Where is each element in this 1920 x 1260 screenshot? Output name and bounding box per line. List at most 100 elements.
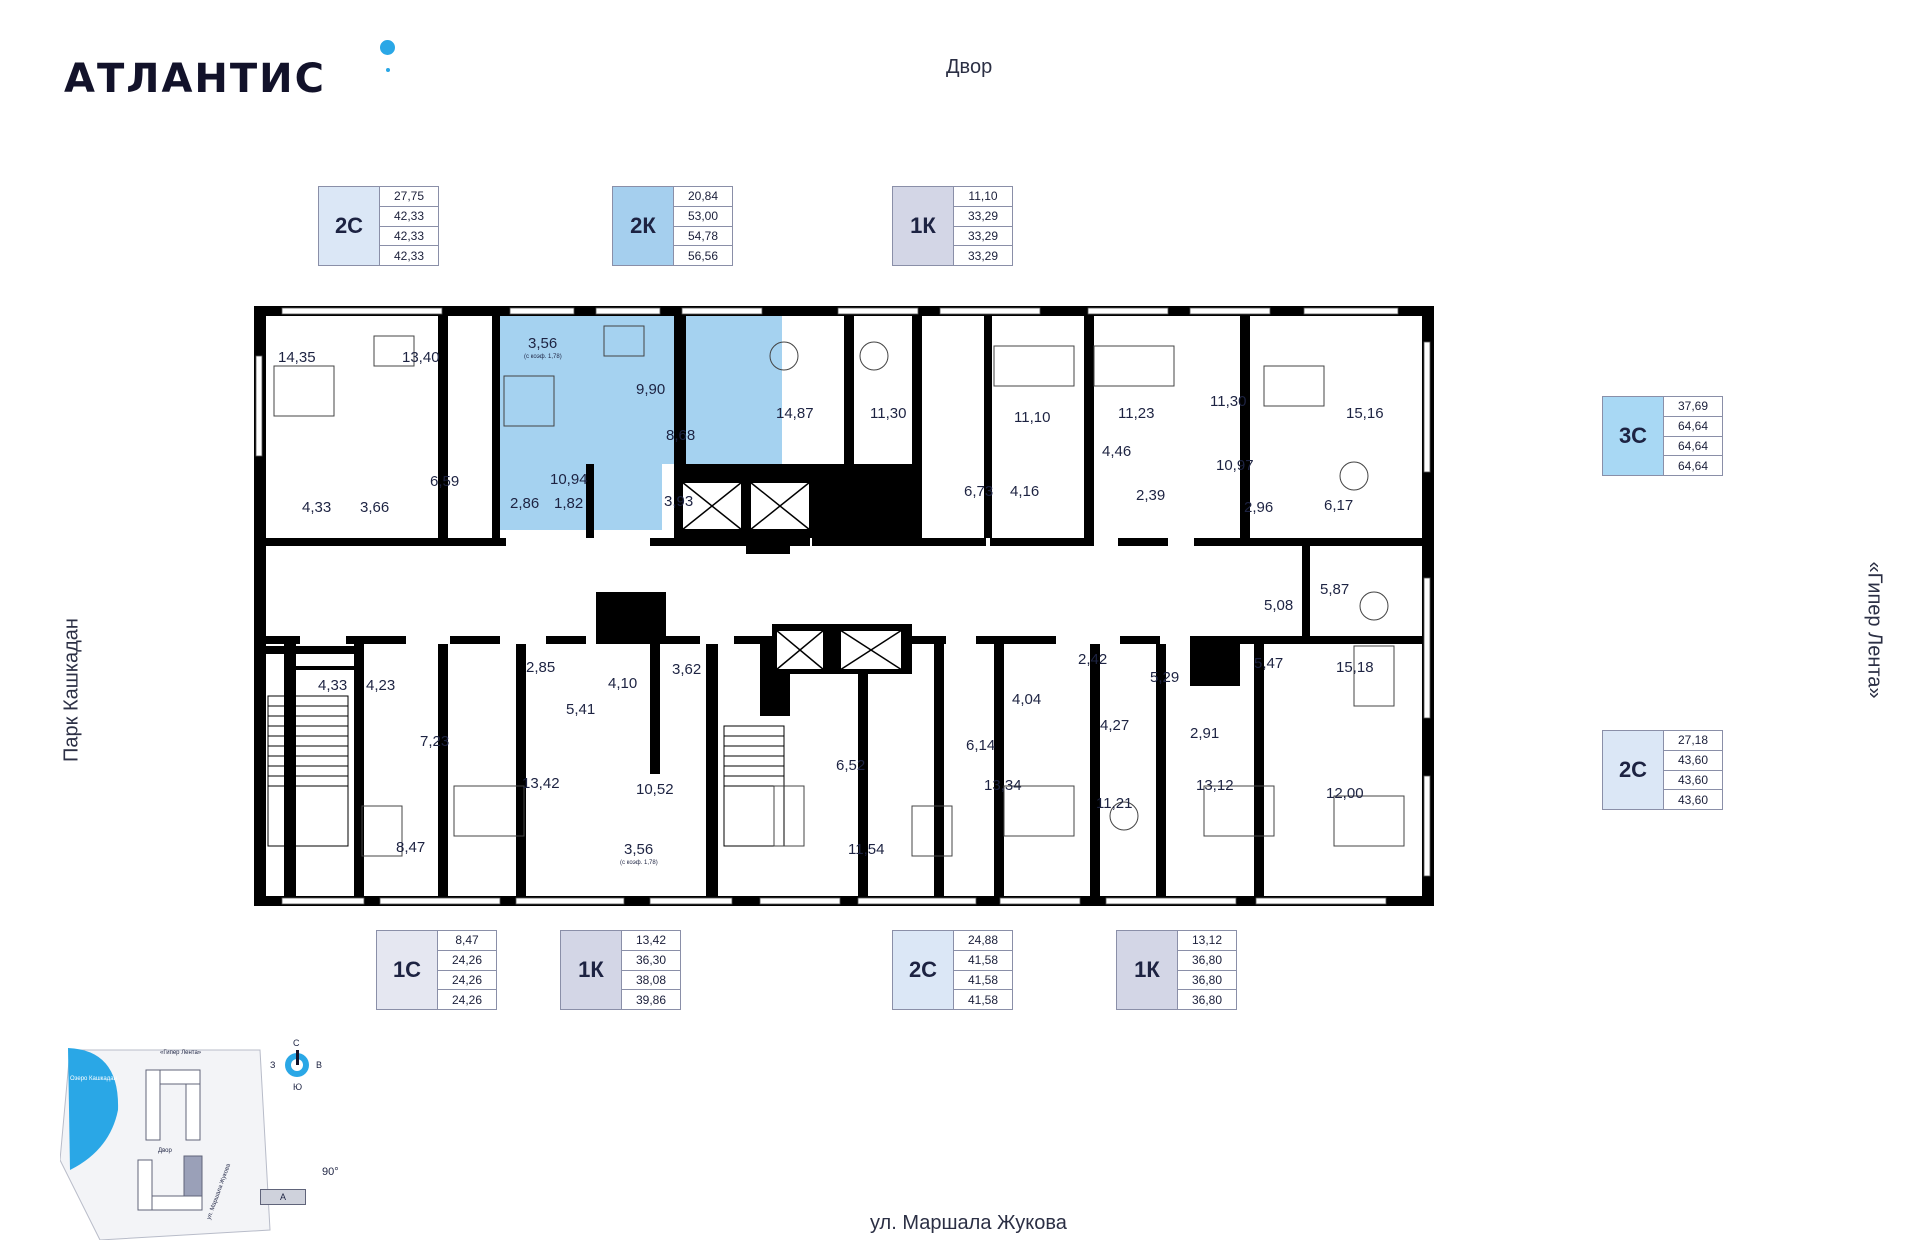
dining-table-icon — [1109, 801, 1139, 831]
building-icon — [137, 1159, 153, 1211]
window — [1423, 775, 1431, 877]
window — [1303, 307, 1399, 315]
room-area-label: 14,35 — [278, 349, 316, 366]
site-hyper-label: «Гипер Лента» — [160, 1050, 202, 1056]
room-area-label: 13,12 — [1196, 777, 1234, 794]
room-area-label: 5,08 — [1264, 597, 1293, 614]
dining-table-icon — [1339, 461, 1369, 491]
room-area-label: 11,21 — [1096, 795, 1132, 812]
window — [1423, 577, 1431, 719]
compass-south: Ю — [293, 1082, 303, 1092]
room-area-label: 1,82 — [554, 495, 583, 512]
wall — [650, 644, 660, 774]
wall — [284, 644, 296, 896]
selected-apartment-2k[interactable] — [492, 316, 782, 530]
brand-logo: АТЛАНТИС — [64, 56, 327, 102]
building-icon — [159, 1069, 201, 1085]
room-area-label: 2,96 — [1244, 499, 1273, 516]
room-area-label: 2,91 — [1190, 725, 1219, 742]
window — [1423, 341, 1431, 473]
window — [649, 897, 733, 905]
wall — [266, 538, 506, 546]
wall — [516, 644, 526, 896]
legend-value: 27,75 — [393, 189, 425, 204]
building-icon — [185, 1083, 201, 1141]
legend-type-code: 2С — [1603, 731, 1663, 809]
wall — [1198, 636, 1422, 644]
window — [379, 897, 501, 905]
bed-icon — [1333, 795, 1405, 847]
room-area-label: 4,16 — [1010, 483, 1039, 500]
building-icon — [151, 1195, 203, 1211]
elevator-cross — [775, 629, 825, 671]
core-wall — [746, 536, 790, 554]
room-area-label: 3,93 — [664, 493, 693, 510]
furniture — [273, 325, 1405, 857]
legend-value: 43,60 — [1664, 749, 1722, 770]
bed-icon — [1093, 345, 1175, 387]
core-wall — [1190, 636, 1240, 686]
wall — [912, 316, 922, 538]
room-area-label: 8,68 — [666, 427, 695, 444]
wall — [1156, 644, 1166, 896]
legend-type-code: 1К — [1117, 931, 1177, 1009]
wall — [1120, 636, 1160, 644]
window — [999, 897, 1081, 905]
room-area-label: 3,62 — [672, 661, 701, 678]
sofa-icon — [603, 325, 645, 357]
wall — [586, 464, 594, 538]
wall — [1194, 538, 1422, 546]
room-area-label: 5,47 — [1254, 655, 1283, 672]
core-wall — [596, 592, 666, 644]
bed-icon — [993, 345, 1075, 387]
room-area-label: 11,30 — [870, 405, 906, 422]
wall — [812, 538, 866, 546]
legend-value: 42,33 — [380, 205, 438, 226]
legend-value: 11,10 — [968, 189, 998, 204]
legend-value: 36,30 — [622, 949, 680, 970]
legend-value: 64,64 — [1664, 435, 1722, 456]
stairs-icon — [267, 695, 349, 847]
legend-type-code: 1С — [377, 931, 437, 1009]
sofa-icon — [911, 805, 953, 857]
wall — [706, 644, 718, 896]
legend-value: 42,33 — [380, 225, 438, 246]
logo-dot-small-icon — [386, 68, 390, 72]
building-icon — [145, 1069, 161, 1141]
legend-value: 24,26 — [438, 949, 496, 970]
windows — [255, 307, 1431, 905]
dining-table-icon — [769, 341, 799, 371]
room-area-label: 4,04 — [1012, 691, 1041, 708]
wall — [294, 666, 364, 670]
window — [939, 307, 1041, 315]
rotation-label: 90° — [322, 1166, 339, 1178]
wall — [1240, 316, 1250, 538]
balcony-coef-note: (с коэф. 1,78) — [620, 860, 658, 866]
legend-type-code: 1К — [893, 187, 953, 265]
legend-type-code: 2С — [319, 187, 379, 265]
wall — [984, 316, 992, 538]
elevator-cross — [681, 481, 743, 531]
legend-type-code: 1К — [561, 931, 621, 1009]
bed-icon — [1203, 785, 1275, 837]
room-area-label: 11,30 — [1210, 393, 1246, 410]
elevator-cross — [749, 481, 811, 531]
room-area-label: 5,87 — [1320, 581, 1349, 598]
sofa-icon — [373, 335, 415, 367]
legend-value: 38,08 — [622, 969, 680, 990]
room-area-label: 11,23 — [1118, 405, 1154, 422]
room-area-label: 6,14 — [966, 737, 995, 754]
room-area-label: 4,10 — [608, 675, 637, 692]
window — [1105, 897, 1237, 905]
bed-icon — [453, 785, 525, 837]
dining-table-icon — [859, 341, 889, 371]
